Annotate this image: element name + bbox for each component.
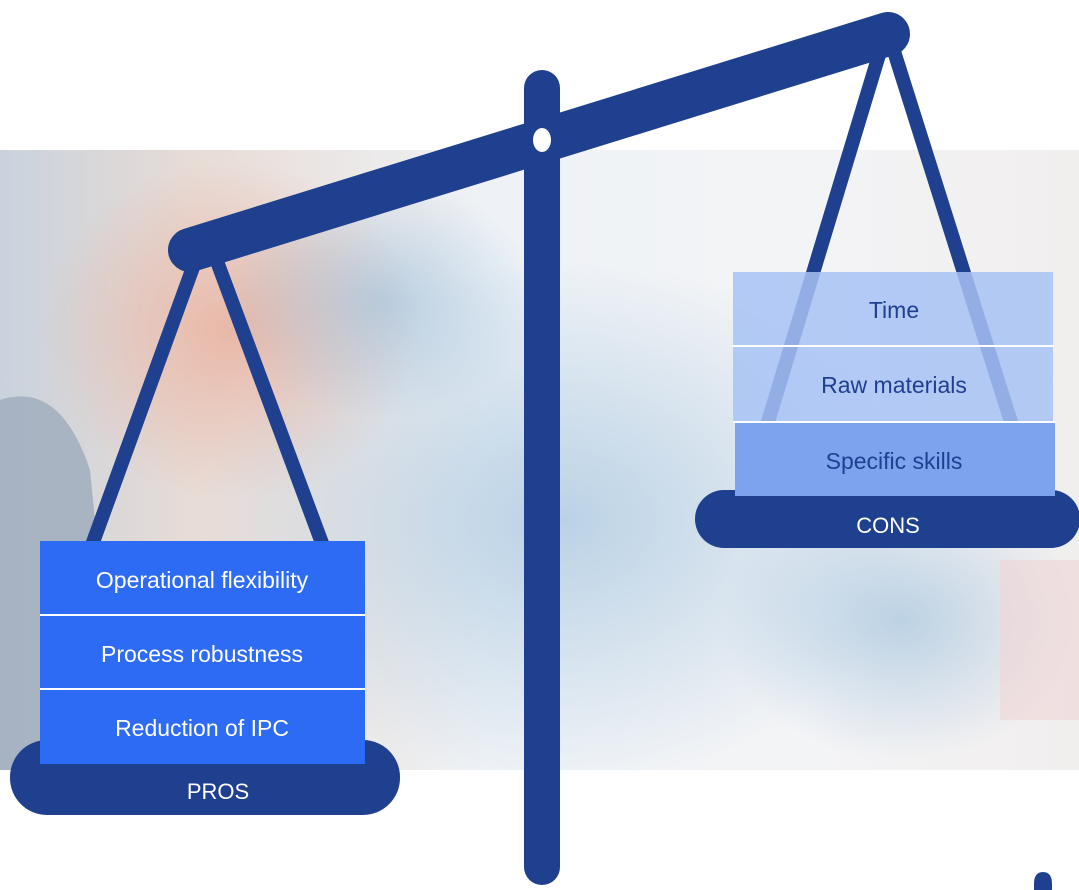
- cons-item: Time: [869, 297, 919, 323]
- cons-item: Specific skills: [826, 448, 963, 474]
- pros-item: Reduction of IPC: [115, 715, 289, 741]
- cons-box-raw-materials: [733, 346, 1053, 422]
- pros-item: Operational flexibility: [96, 567, 309, 593]
- pivot-hole: [533, 128, 551, 152]
- pros-item: Process robustness: [101, 641, 303, 667]
- cons-box-time: [733, 272, 1053, 346]
- corner-logo-mark: [1034, 872, 1052, 890]
- scale-post: [524, 70, 560, 885]
- pros-right-string: [205, 241, 342, 585]
- cons-title: CONS: [856, 513, 920, 538]
- cons-items: Time Raw materials Specific skills: [733, 272, 1055, 496]
- pros-title: PROS: [187, 779, 249, 804]
- cons-pan: CONS: [695, 490, 1079, 548]
- pros-items: Operational flexibility Process robustne…: [40, 541, 365, 764]
- cons-box-specific-skills: [735, 422, 1055, 496]
- pros-left-string: [73, 241, 207, 585]
- pros-box: [40, 541, 365, 764]
- cons-item: Raw materials: [821, 372, 967, 398]
